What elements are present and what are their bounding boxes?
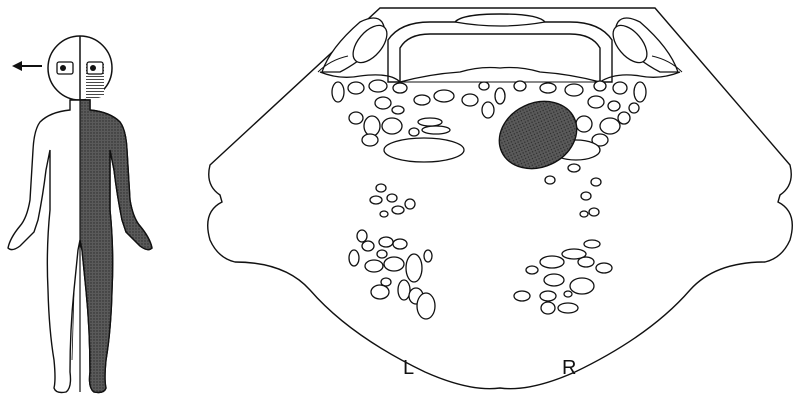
section-outline (208, 8, 793, 389)
body-figure (8, 36, 152, 393)
right-eye (87, 62, 103, 74)
brainstem-section (208, 8, 793, 389)
right-side-label: R (562, 358, 576, 378)
left-side-label: L (403, 358, 414, 378)
left-arrow-icon (12, 61, 42, 71)
left-eye (57, 62, 73, 74)
